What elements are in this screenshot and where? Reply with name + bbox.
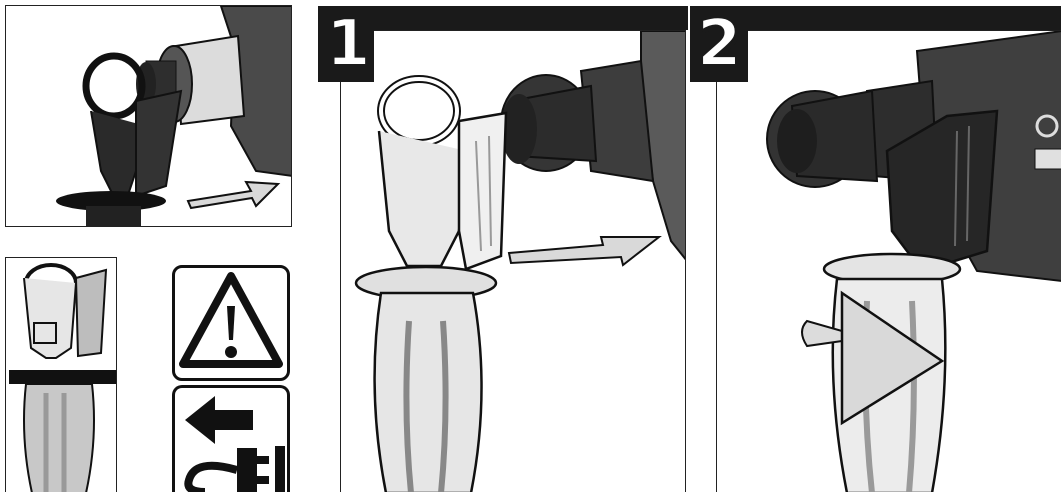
- inset-attach-illustration: [6, 6, 292, 227]
- inset-attach-panel: [5, 5, 292, 227]
- warning-sign: [172, 265, 290, 381]
- step-2-panel: [716, 30, 1061, 492]
- unplug-sign: [172, 385, 290, 492]
- inset-handle-panel: [5, 257, 117, 492]
- step-2-illustration: [717, 31, 1061, 492]
- unplug-power-icon: [175, 388, 287, 492]
- step-2-number: 2: [697, 12, 742, 76]
- step-1-illustration: [341, 31, 686, 492]
- inset-handle-illustration: [6, 258, 117, 492]
- step-1-number: 1: [326, 12, 371, 76]
- warning-triangle-icon: [175, 268, 287, 378]
- step-1-panel: [340, 30, 686, 492]
